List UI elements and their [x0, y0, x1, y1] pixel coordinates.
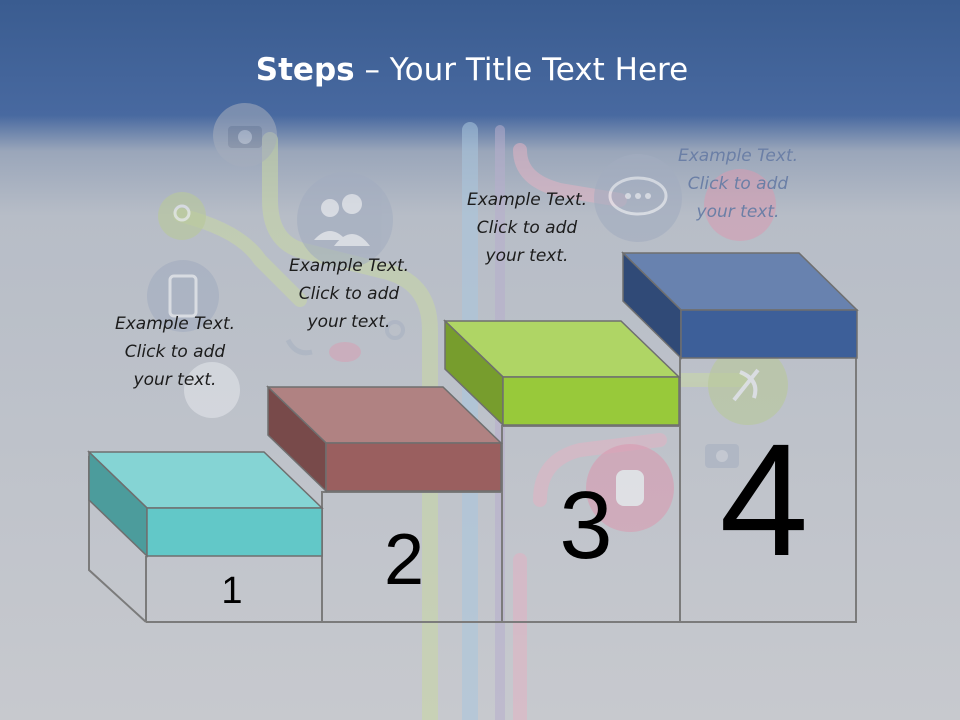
caption-line: Click to add — [298, 284, 400, 304]
camera-small-icon — [705, 444, 739, 468]
phone-icon — [285, 338, 313, 356]
step-1-block-front — [146, 507, 323, 557]
step-blocks — [87, 251, 859, 558]
gear-icon — [385, 320, 405, 340]
caption-line: Click to add — [476, 218, 578, 238]
mouse-icon — [329, 342, 361, 362]
caption-line: Example Text. — [114, 314, 236, 334]
caption-line: your text. — [133, 370, 217, 390]
caption-line: Example Text. — [466, 190, 588, 210]
hand-icon — [586, 444, 674, 532]
satellite-dish-icon — [708, 345, 788, 425]
step-4-number: 4 — [719, 410, 809, 589]
step-3-block-front — [502, 376, 680, 426]
caption-line: Example Text. — [288, 256, 410, 276]
smartphone-icon — [147, 260, 219, 332]
step-2-block-front — [325, 442, 502, 492]
speech-bubble-icon — [594, 154, 682, 242]
caption-line: your text. — [307, 312, 391, 332]
title-bold: Steps — [255, 52, 355, 88]
caption-line: your text. — [696, 202, 780, 222]
step-2-number: 2 — [383, 520, 425, 600]
caption-line: your text. — [485, 246, 569, 266]
step-3-caption[interactable]: Example Text. Click to add your text. — [437, 186, 617, 270]
caption-line: Example Text. — [677, 146, 799, 166]
slide-title[interactable]: Steps – Your Title Text Here — [0, 52, 944, 88]
users-icon — [297, 172, 393, 268]
satellite-small-icon — [184, 362, 240, 418]
step-2-caption[interactable]: Example Text. Click to add your text. — [259, 252, 439, 336]
staircase-outline — [88, 356, 857, 623]
music-note-icon — [704, 169, 776, 241]
step-4-block-front — [680, 309, 858, 359]
caption-line: Click to add — [124, 342, 226, 362]
step-4-caption[interactable]: Example Text. Click to add your text. — [648, 142, 828, 226]
title-rest: – Your Title Text Here — [354, 52, 689, 88]
location-pin-icon — [158, 192, 206, 240]
camera-icon — [213, 103, 277, 167]
caption-line: Click to add — [687, 174, 789, 194]
step-1-caption[interactable]: Example Text. Click to add your text. — [85, 310, 265, 394]
step-3-number: 3 — [559, 472, 613, 579]
step-1-number: 1 — [221, 570, 243, 612]
